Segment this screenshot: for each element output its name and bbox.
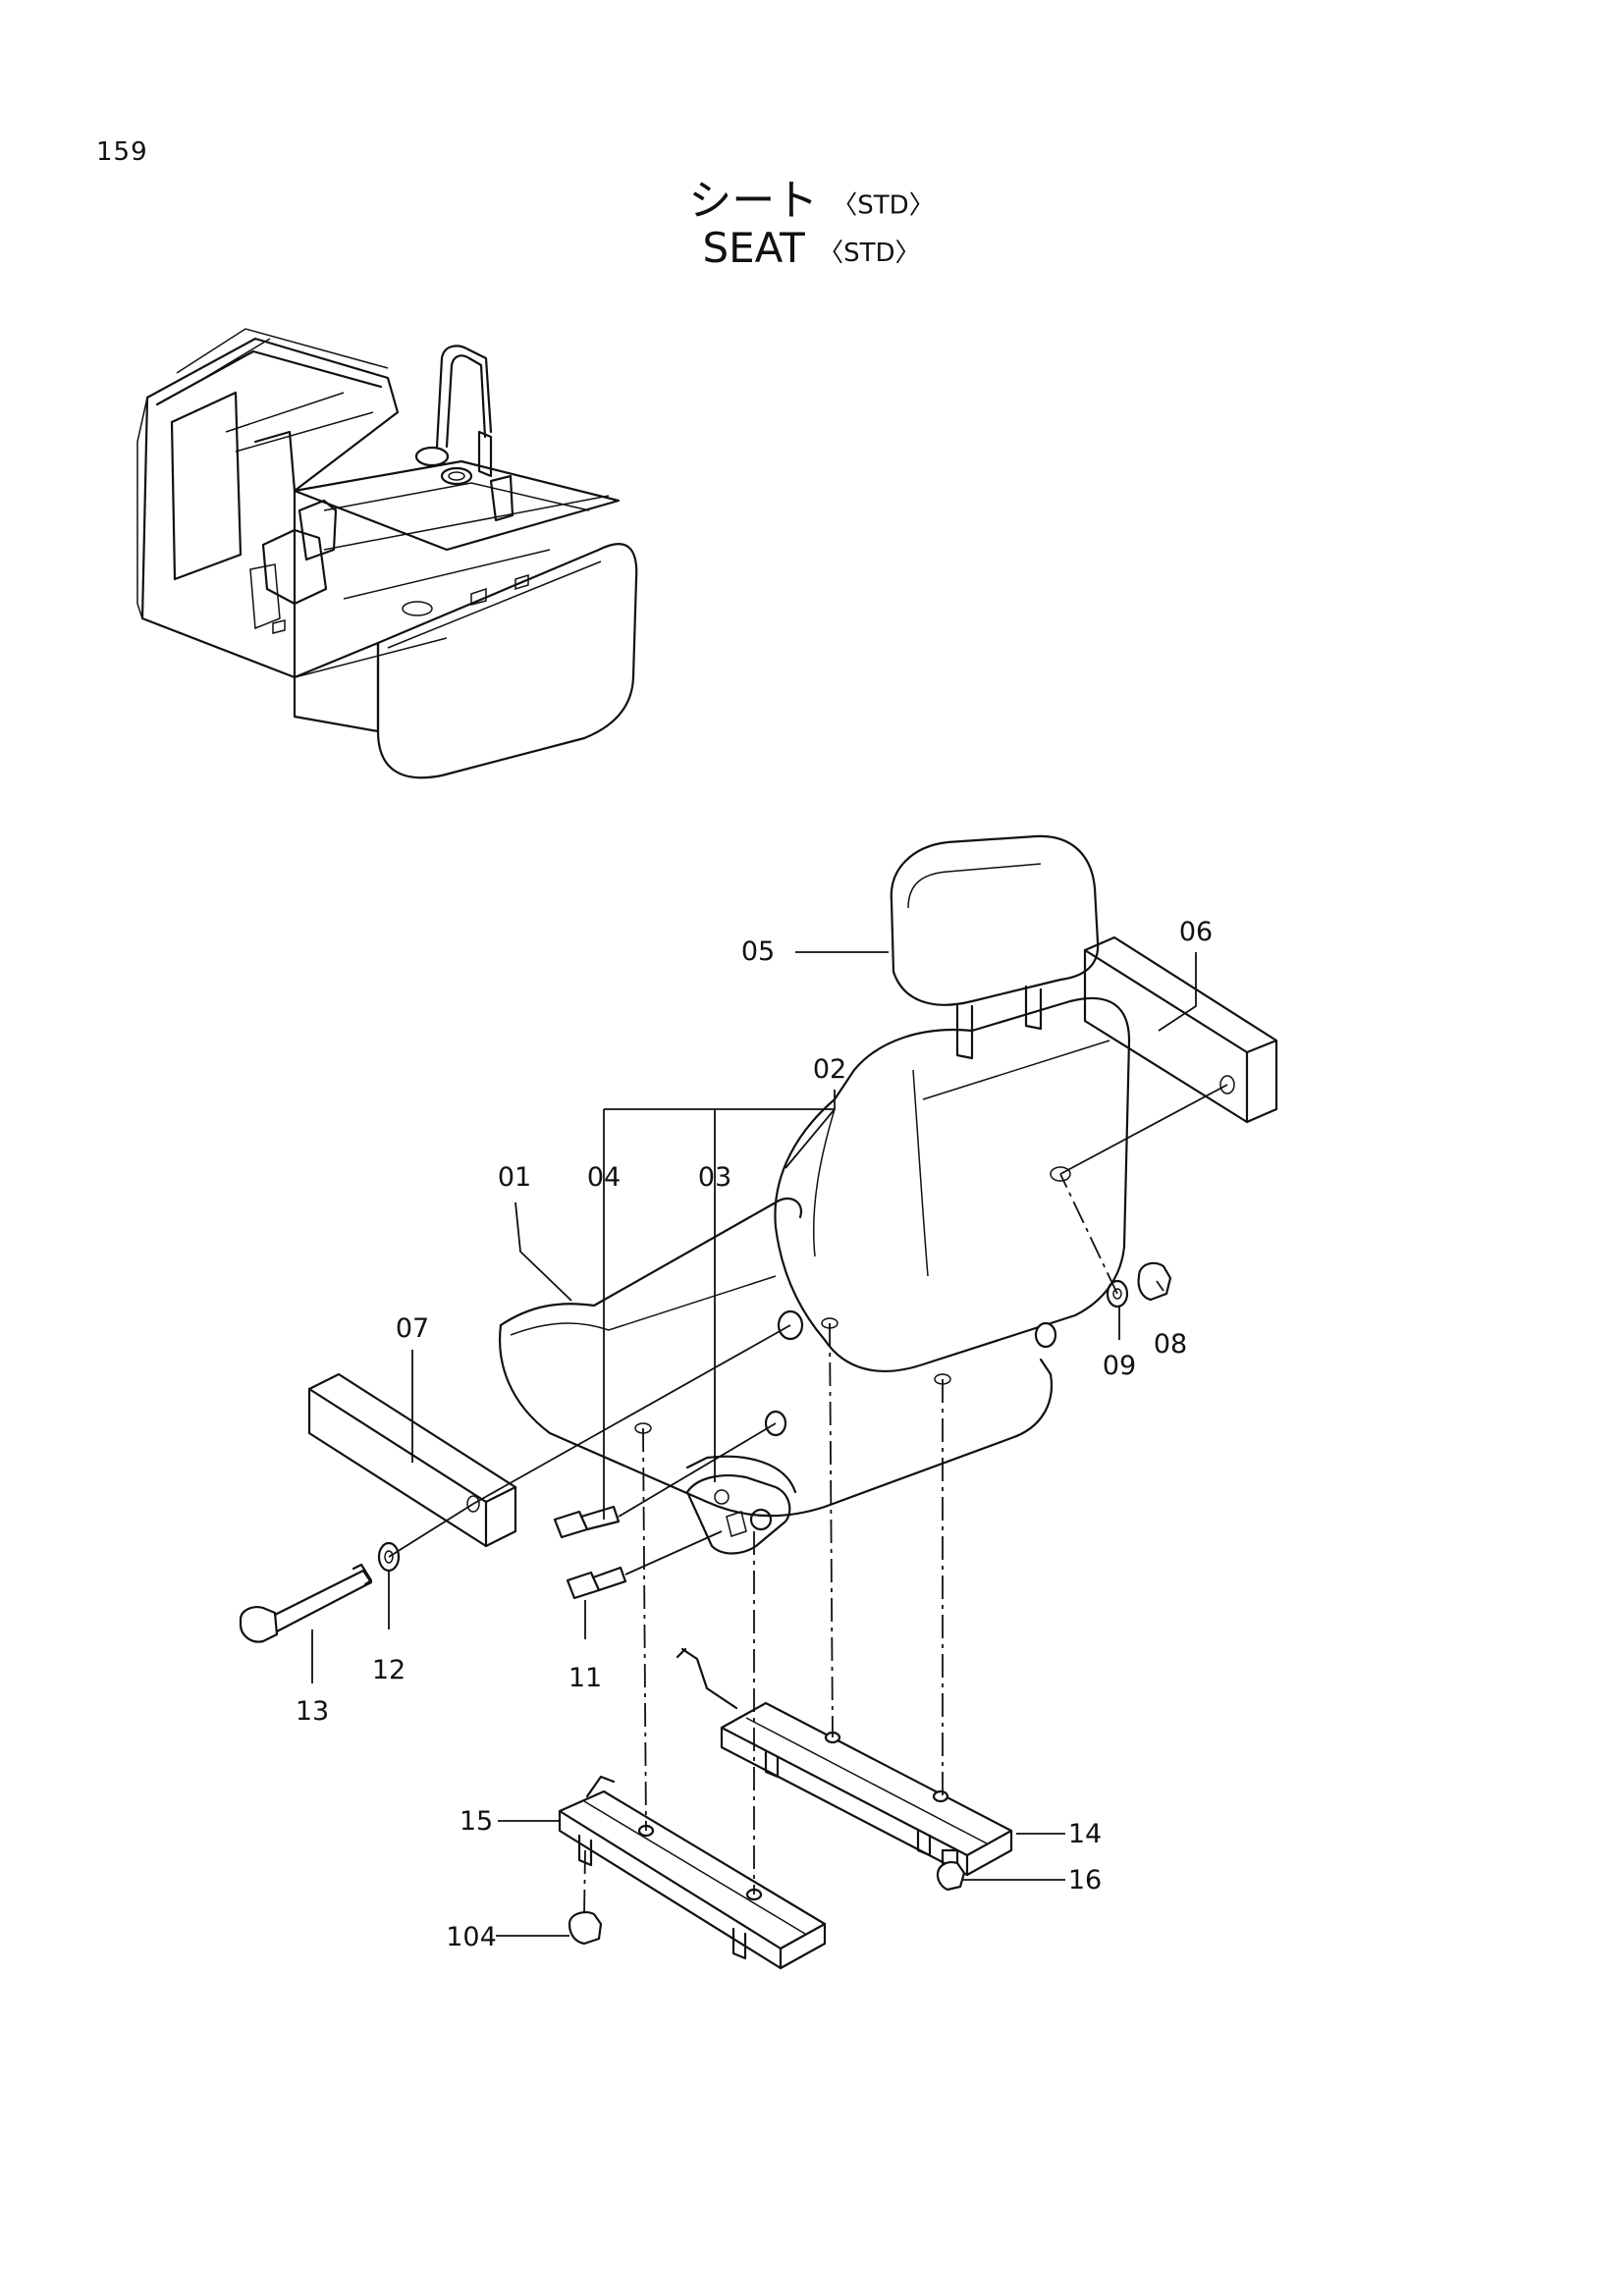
callout-06: 06 xyxy=(1179,917,1213,947)
page-title-japanese: シート 〈STD〉 xyxy=(0,165,1623,228)
callout-104: 104 xyxy=(446,1922,497,1952)
callout-08: 08 xyxy=(1154,1329,1187,1360)
callout-09: 09 xyxy=(1103,1351,1136,1381)
title-english-variant: 〈STD〉 xyxy=(818,239,921,268)
callout-05: 05 xyxy=(741,936,775,967)
callout-07: 07 xyxy=(396,1313,429,1344)
title-english-text: SEAT xyxy=(702,224,805,272)
callout-03: 03 xyxy=(698,1162,731,1193)
page-title-english: SEAT 〈STD〉 xyxy=(0,224,1623,272)
callout-14: 14 xyxy=(1068,1819,1102,1849)
callout-12: 12 xyxy=(372,1655,406,1685)
callout-04: 04 xyxy=(587,1162,621,1193)
callout-11: 11 xyxy=(568,1663,602,1693)
page-number: 159 xyxy=(96,137,148,167)
callout-16: 16 xyxy=(1068,1865,1102,1896)
callout-labels: 05 06 02 01 04 03 07 09 08 12 11 13 15 1… xyxy=(296,917,1213,1952)
title-japanese-variant: 〈STD〉 xyxy=(832,190,935,221)
seat-assembly-drawing xyxy=(239,834,1278,1970)
callout-01: 01 xyxy=(498,1162,531,1193)
callout-leaders xyxy=(311,951,1197,1937)
callout-13: 13 xyxy=(296,1696,329,1727)
machine-overview-illustration xyxy=(136,328,638,779)
title-japanese-text: シート xyxy=(688,176,819,226)
callout-15: 15 xyxy=(460,1806,493,1837)
callout-02: 02 xyxy=(813,1054,846,1085)
